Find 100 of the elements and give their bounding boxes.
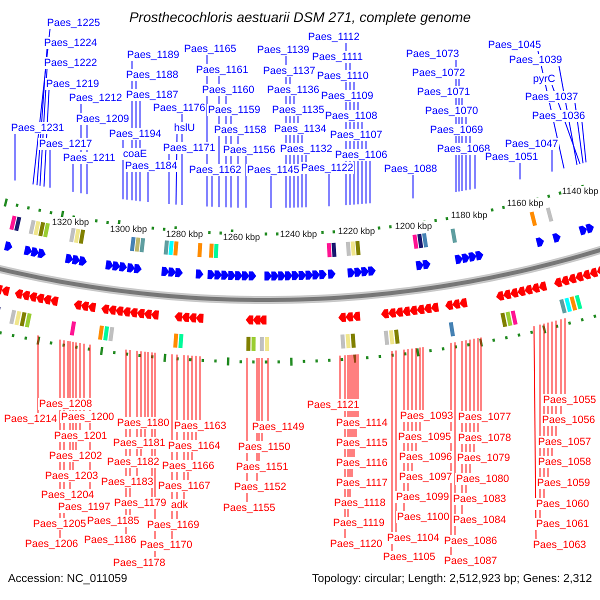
leader-line — [560, 318, 562, 414]
gene-label: Paes_1077 — [457, 411, 512, 423]
gene-label: adk — [170, 499, 189, 511]
gene-label: Paes_1117 — [335, 477, 389, 489]
gene-label: Paes_1070 — [424, 105, 480, 117]
leader-line — [412, 174, 414, 199]
gene-label: Paes_1149 — [251, 421, 306, 433]
gene-label: Paes_1205 — [32, 518, 88, 530]
gene-label: Paes_1073 — [405, 48, 460, 60]
gene-label: Paes_1116 — [335, 457, 389, 469]
gene-label: Paes_1110 — [316, 70, 370, 82]
leader-line — [454, 342, 456, 536]
gene-label: Paes_1139 — [256, 44, 310, 56]
gene-label: Paes_1212 — [68, 92, 124, 104]
gene-label: Paes_1211 — [62, 152, 116, 164]
gene-label: Paes_1155 — [222, 502, 276, 514]
gene-label: Paes_1100 — [396, 511, 450, 523]
gene-label: Paes_1208 — [38, 398, 94, 410]
gene-label: Paes_1097 — [398, 471, 454, 483]
gene-label: Paes_1202 — [48, 450, 104, 462]
leader-line — [582, 122, 586, 163]
gene-label: Paes_1163 — [173, 420, 228, 432]
gene-label: Paes_1120 — [329, 538, 384, 550]
gene-label: Paes_1083 — [452, 493, 508, 505]
gene-label: hslU — [173, 122, 196, 134]
gene-label: Paes_1061 — [535, 518, 590, 530]
gene-label: Paes_1201 — [53, 430, 108, 442]
gene-label: Paes_1152 — [233, 481, 288, 493]
gene-label: Paes_1222 — [43, 57, 98, 69]
gene-label: Paes_1187 — [125, 89, 180, 101]
gene-label: Paes_1185 — [86, 515, 140, 527]
gene-label: Paes_1096 — [398, 451, 454, 463]
gene-label: Paes_1189 — [126, 49, 180, 61]
gene-label: Paes_1184 — [124, 160, 178, 172]
gene-label: Paes_1160 — [201, 84, 256, 96]
gene-label: Paes_1165 — [183, 43, 238, 55]
leader-line — [474, 154, 476, 190]
gene-label: Paes_1069 — [429, 124, 484, 136]
leader-line — [144, 351, 146, 438]
gene-label: Paes_1219 — [45, 78, 100, 90]
gene-label: Paes_1104 — [386, 532, 440, 544]
scale-label: 1220 kbp — [338, 226, 376, 237]
gene-label: Paes_1137 — [262, 65, 316, 77]
diagram-title: Prosthecochloris aestuarii DSM 271, complete genome — [129, 9, 471, 25]
gene-label: Paes_1171 — [162, 142, 216, 154]
scale-label: 1300 kbp — [110, 224, 148, 235]
leader-line — [564, 318, 566, 394]
gene-label: Paes_1159 — [207, 104, 262, 116]
gene-label: Paes_1206 — [24, 538, 80, 550]
gene-label: Paes_1164 — [167, 440, 222, 452]
scale-label: 1320 kbp — [52, 217, 90, 228]
gene-label: Paes_1059 — [536, 477, 592, 489]
gene-label: pyrC — [532, 73, 556, 85]
gene-label: Paes_1181 — [112, 437, 166, 449]
gene-label: Paes_1112 — [307, 31, 361, 43]
gene-label: Paes_1063 — [532, 539, 588, 551]
gene-label: Paes_1180 — [116, 417, 170, 429]
gene-label: Paes_1047 — [504, 138, 560, 150]
gene-label: Paes_1178 — [112, 557, 166, 569]
gene-label: Paes_1115 — [335, 437, 389, 449]
gene-label: Paes_1036 — [531, 110, 586, 122]
scale-label: 1140 kbp — [562, 186, 598, 197]
gene-label: Paes_1145 — [246, 164, 300, 176]
gene-label: Paes_1179 — [113, 497, 168, 509]
gene-label: Paes_1106 — [334, 149, 388, 161]
gene-label: Paes_1093 — [399, 410, 454, 422]
gene-label: Paes_1161 — [195, 64, 250, 76]
gene-label: Paes_1057 — [537, 436, 592, 448]
gene-label: Paes_1134 — [273, 123, 328, 135]
gene-label: Paes_1194 — [108, 128, 162, 140]
gene-label: Paes_1166 — [161, 460, 216, 472]
gene-label: Paes_1132 — [279, 143, 334, 155]
leader-line — [534, 326, 536, 540]
gene-label: Paes_1107 — [329, 129, 384, 141]
gene-label: Paes_1170 — [139, 539, 194, 551]
gene-label: Paes_1087 — [443, 555, 498, 567]
gene-label: Paes_1231 — [10, 122, 66, 134]
gene-label: Paes_1122 — [300, 162, 354, 174]
gene-label: Paes_1114 — [335, 417, 389, 429]
leader-line — [72, 164, 74, 192]
gene-label: Paes_1200 — [60, 411, 116, 423]
gene-label: Paes_1108 — [324, 110, 378, 122]
gene-label: Paes_1167 — [157, 480, 212, 492]
gene-label: Paes_1056 — [541, 414, 596, 426]
gene-label: Paes_1186 — [83, 534, 138, 546]
gene-label: Paes_1071 — [416, 86, 472, 98]
gene-label: Paes_1135 — [271, 104, 326, 116]
leader-line — [328, 174, 330, 207]
gene-label: Paes_1197 — [57, 501, 112, 513]
gene-label: Paes_1183 — [100, 476, 154, 488]
genome-summary: Topology: circular; Length: 2,512,923 bp; Genes: 2,312 — [312, 573, 592, 585]
scale-label: 1160 kbp — [507, 198, 544, 209]
gene-label: Paes_1051 — [484, 151, 540, 163]
gene-label: Paes_1072 — [411, 67, 466, 79]
gene-label: Paes_1158 — [213, 124, 268, 136]
gene-label: Paes_1099 — [395, 491, 450, 503]
gene-label: Paes_1058 — [537, 456, 592, 468]
leader-line — [480, 337, 482, 412]
gene-label: Paes_1209 — [75, 113, 130, 125]
scale-label: 1280 kbp — [166, 229, 204, 240]
